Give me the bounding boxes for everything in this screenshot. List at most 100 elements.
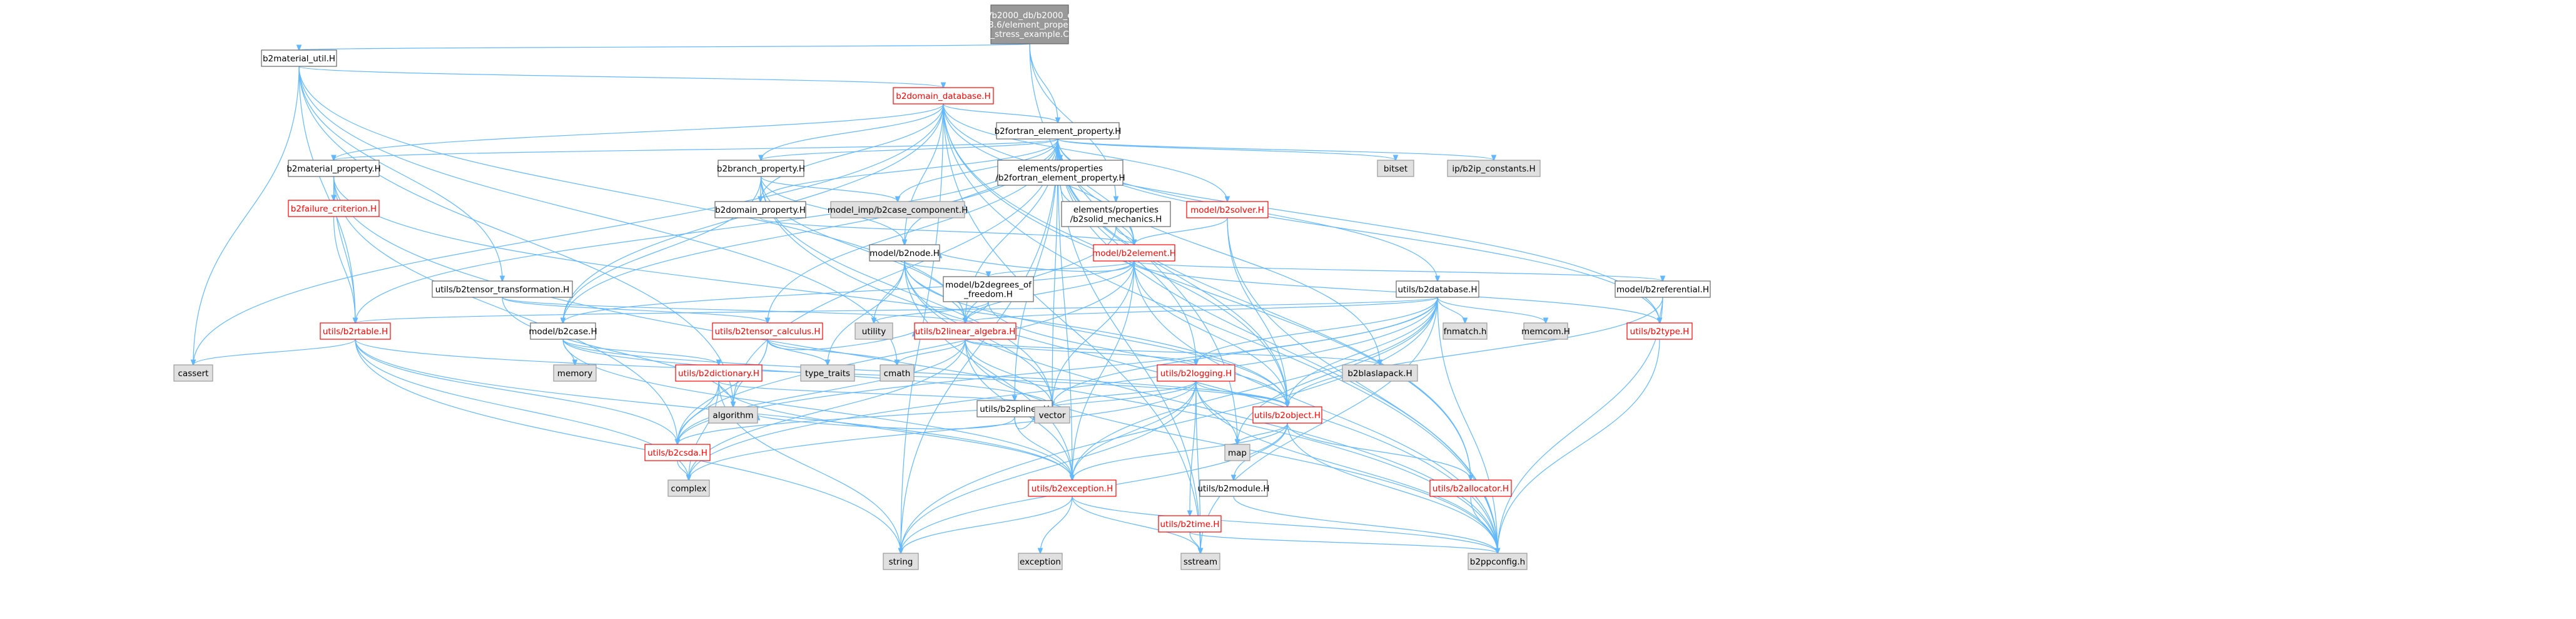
- node-label-object: utils/b2object.H: [1254, 411, 1321, 421]
- node-box-root: [990, 4, 1069, 44]
- node-solid_mechanics[interactable]: elements/properties/b2solid_mechanics.H: [1061, 201, 1171, 227]
- edge-material_util-to-domain_database: [298, 66, 943, 88]
- node-bitset[interactable]: bitset: [1377, 160, 1414, 177]
- node-material_property[interactable]: b2material_property.H: [287, 160, 381, 177]
- node-module[interactable]: utils/b2module.H: [1197, 479, 1270, 497]
- node-blaslapack[interactable]: b2blaslapack.H: [1342, 364, 1418, 382]
- node-box-utility: [854, 322, 893, 340]
- node-sstream[interactable]: sstream: [1180, 553, 1220, 570]
- node-algorithm[interactable]: algorithm: [708, 406, 758, 424]
- node-label-root: _v3.6/element_property: [979, 20, 1080, 30]
- node-label-utility: utility: [862, 327, 886, 337]
- edge-linear_algebra-to-logging: [965, 339, 1196, 365]
- node-database[interactable]: utils/b2database.H: [1396, 280, 1479, 298]
- node-tensor_transformation[interactable]: utils/b2tensor_transformation.H: [432, 280, 573, 298]
- node-solver[interactable]: model/b2solver.H: [1186, 201, 1269, 218]
- node-label-cmath: cmath: [884, 369, 911, 379]
- node-referential[interactable]: model/b2referential.H: [1615, 280, 1711, 298]
- node-fortran_element_property[interactable]: b2fortran_element_property.H: [995, 122, 1122, 140]
- node-case[interactable]: model/b2case.H: [529, 322, 597, 340]
- node-box-exception_sys: [1018, 553, 1063, 570]
- node-box-degrees_of_freedom: [943, 276, 1034, 302]
- node-box-dictionary: [675, 364, 763, 382]
- node-label-root: _stress_example.C: [990, 29, 1068, 39]
- edge-exception-to-ppconfig: [1072, 496, 1498, 553]
- node-string[interactable]: string: [883, 553, 919, 570]
- node-node[interactable]: model/b2node.H: [869, 244, 940, 262]
- edge-database-to-ppconfig: [1437, 297, 1498, 553]
- node-fnmatch[interactable]: fnmatch.h: [1443, 322, 1488, 340]
- edge-element-to-object: [1133, 260, 1287, 407]
- node-map[interactable]: map: [1224, 444, 1250, 461]
- node-label-fortran_element_property_elem: /b2fortran_element_property.H: [995, 173, 1125, 183]
- node-ip_constants[interactable]: ip/b2ip_constants.H: [1447, 160, 1541, 177]
- edge-logging-to-string: [901, 381, 1197, 553]
- node-type[interactable]: utils/b2type.H: [1626, 322, 1693, 340]
- edge-tensor_calculus-to-type_traits: [767, 339, 828, 365]
- node-box-case: [530, 322, 596, 340]
- node-box-vector: [1034, 406, 1070, 424]
- node-time[interactable]: utils/b2time.H: [1158, 515, 1222, 533]
- node-box-database: [1396, 280, 1479, 298]
- node-box-bitset: [1377, 160, 1414, 177]
- edge-node-to-type_traits: [828, 260, 905, 365]
- node-box-domain_property: [714, 201, 806, 218]
- node-box-material_property: [288, 160, 380, 177]
- node-label-algorithm: algorithm: [712, 411, 753, 421]
- node-element[interactable]: model/b2element.H: [1092, 244, 1176, 262]
- node-box-module: [1199, 479, 1268, 497]
- edge-csda-to-complex: [677, 460, 689, 480]
- node-box-tensor_calculus: [712, 322, 823, 340]
- edge-element-to-exception: [1072, 260, 1135, 480]
- edge-object-to-map: [1237, 422, 1288, 444]
- node-memory[interactable]: memory: [553, 364, 597, 382]
- node-memcom[interactable]: memcom.H: [1521, 322, 1570, 340]
- node-vector[interactable]: vector: [1034, 406, 1070, 424]
- node-box-algorithm: [708, 406, 758, 424]
- node-label-solid_mechanics: elements/properties: [1073, 205, 1159, 215]
- edge-fortran_element_property-to-domain_property: [761, 138, 1058, 202]
- node-utility[interactable]: utility: [854, 322, 893, 340]
- node-label-memcom: memcom.H: [1521, 327, 1570, 337]
- edge-fortran_element_property-to-node: [905, 138, 1058, 245]
- edge-tensor_calculus-to-cmath: [767, 339, 897, 365]
- node-complex[interactable]: complex: [667, 479, 710, 497]
- node-label-logging: utils/b2logging.H: [1160, 369, 1232, 379]
- node-label-memory: memory: [557, 369, 592, 379]
- edge-time-to-ppconfig: [1189, 531, 1498, 553]
- edge-logging-to-ppconfig: [1195, 381, 1498, 553]
- node-logging[interactable]: utils/b2logging.H: [1157, 364, 1235, 382]
- node-label-csda: utils/b2csda.H: [647, 448, 707, 458]
- node-root[interactable]: ip/b2000_db/b2000_db_v3.6/element_proper…: [979, 4, 1080, 44]
- node-ppconfig[interactable]: b2ppconfig.h: [1468, 553, 1528, 570]
- node-exception[interactable]: utils/b2exception.H: [1028, 479, 1117, 497]
- edge-tensor_calculus-to-linear_algebra: [767, 331, 915, 350]
- node-material_util[interactable]: b2material_util.H: [261, 49, 337, 67]
- edge-tensor_transformation-to-tensor_calculus: [502, 297, 768, 323]
- edge-domain_database-to-node: [905, 103, 944, 245]
- node-allocator[interactable]: utils/b2allocator.H: [1429, 479, 1512, 497]
- node-csda[interactable]: utils/b2csda.H: [644, 444, 711, 461]
- node-rtable[interactable]: utils/b2rtable.H: [320, 322, 391, 340]
- node-degrees_of_freedom[interactable]: model/b2degrees_of_freedom.H: [943, 276, 1034, 302]
- node-tensor_calculus[interactable]: utils/b2tensor_calculus.H: [712, 322, 823, 340]
- node-label-node: model/b2node.H: [870, 248, 940, 258]
- edge-element-to-csda: [677, 260, 1135, 444]
- node-cmath[interactable]: cmath: [880, 364, 915, 382]
- node-failure_criterion[interactable]: b2failure_criterion.H: [288, 200, 380, 217]
- node-object[interactable]: utils/b2object.H: [1252, 406, 1322, 424]
- node-label-splines: utils/b2splines.H: [980, 404, 1050, 414]
- node-label-dictionary: utils/b2dictionary.H: [678, 369, 759, 379]
- node-linear_algebra[interactable]: utils/b2linear_algebra.H: [914, 322, 1017, 340]
- node-fortran_element_property_elem[interactable]: elements/properties/b2fortran_element_pr…: [995, 160, 1125, 186]
- node-exception_sys[interactable]: exception: [1018, 553, 1063, 570]
- node-box-node: [869, 244, 940, 262]
- node-domain_property[interactable]: b2domain_property.H: [714, 201, 806, 218]
- node-case_component[interactable]: model_imp/b2case_component.H: [828, 201, 968, 218]
- node-domain_database[interactable]: b2domain_database.H: [893, 87, 994, 105]
- node-box-fortran_element_property_elem: [997, 160, 1123, 186]
- node-branch_property[interactable]: b2branch_property.H: [717, 160, 805, 177]
- node-cassert[interactable]: cassert: [173, 364, 213, 382]
- node-dictionary[interactable]: utils/b2dictionary.H: [675, 364, 763, 382]
- node-type_traits[interactable]: type_traits: [800, 364, 855, 382]
